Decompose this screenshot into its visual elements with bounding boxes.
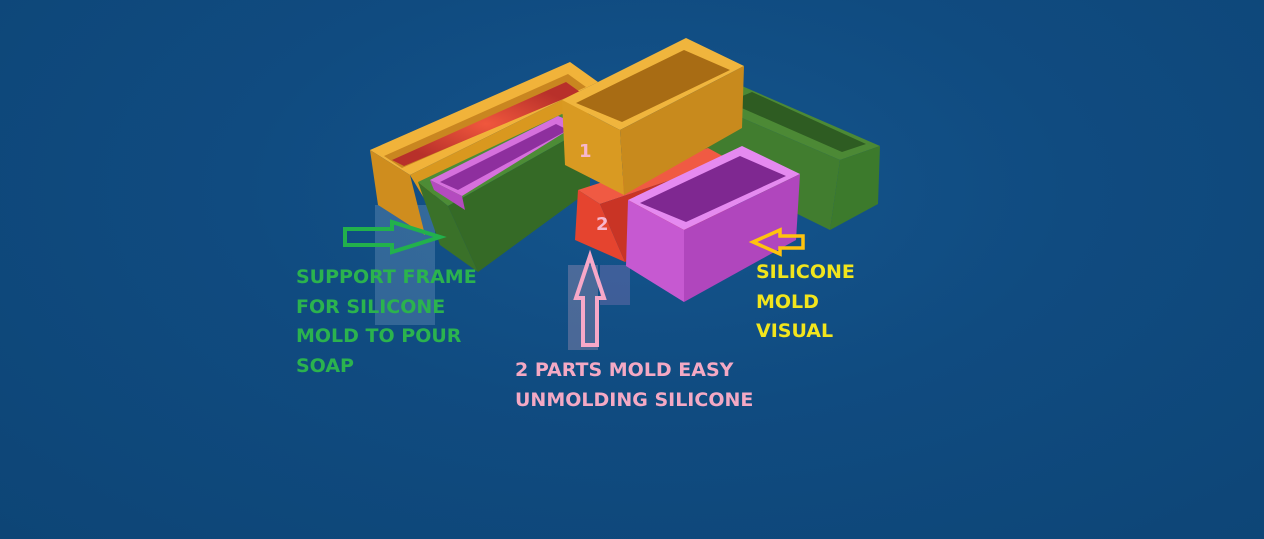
silicone-mold-line-2: MOLD [756,290,819,313]
yellow-arrow-icon [748,227,805,257]
orange-mold-part-1 [562,38,744,195]
pink-silicone-mold-left [430,116,578,210]
support-frame-line-1: SUPPORT FRAME [296,266,477,288]
silicone-mold-line-1: SILICONE [756,261,855,283]
support-frame-line-3: MOLD TO POUR [296,325,462,347]
pink-arrow-icon [573,249,607,347]
two-parts-mold-label: 2 PARTS MOLD EASY UNMOLDING SILICONE [515,356,753,415]
pink-silicone-mold-right [626,146,800,302]
support-frame-line-4: SOAP [296,354,354,377]
part-number-1: 1 [579,141,592,162]
part-number-2: 2 [596,214,609,235]
silicone-mold-line-3: VISUAL [756,320,834,342]
green-arrow-icon [343,219,447,255]
support-frame-label: SUPPORT FRAME FOR SILICONE MOLD TO POUR … [296,263,477,381]
silicone-mold-label: SILICONE MOLD VISUAL [756,258,855,347]
two-parts-line-1: 2 PARTS MOLD EASY [515,359,734,381]
two-parts-line-2: UNMOLDING SILICONE [515,388,754,411]
support-frame-line-2: FOR SILICONE [296,295,446,318]
